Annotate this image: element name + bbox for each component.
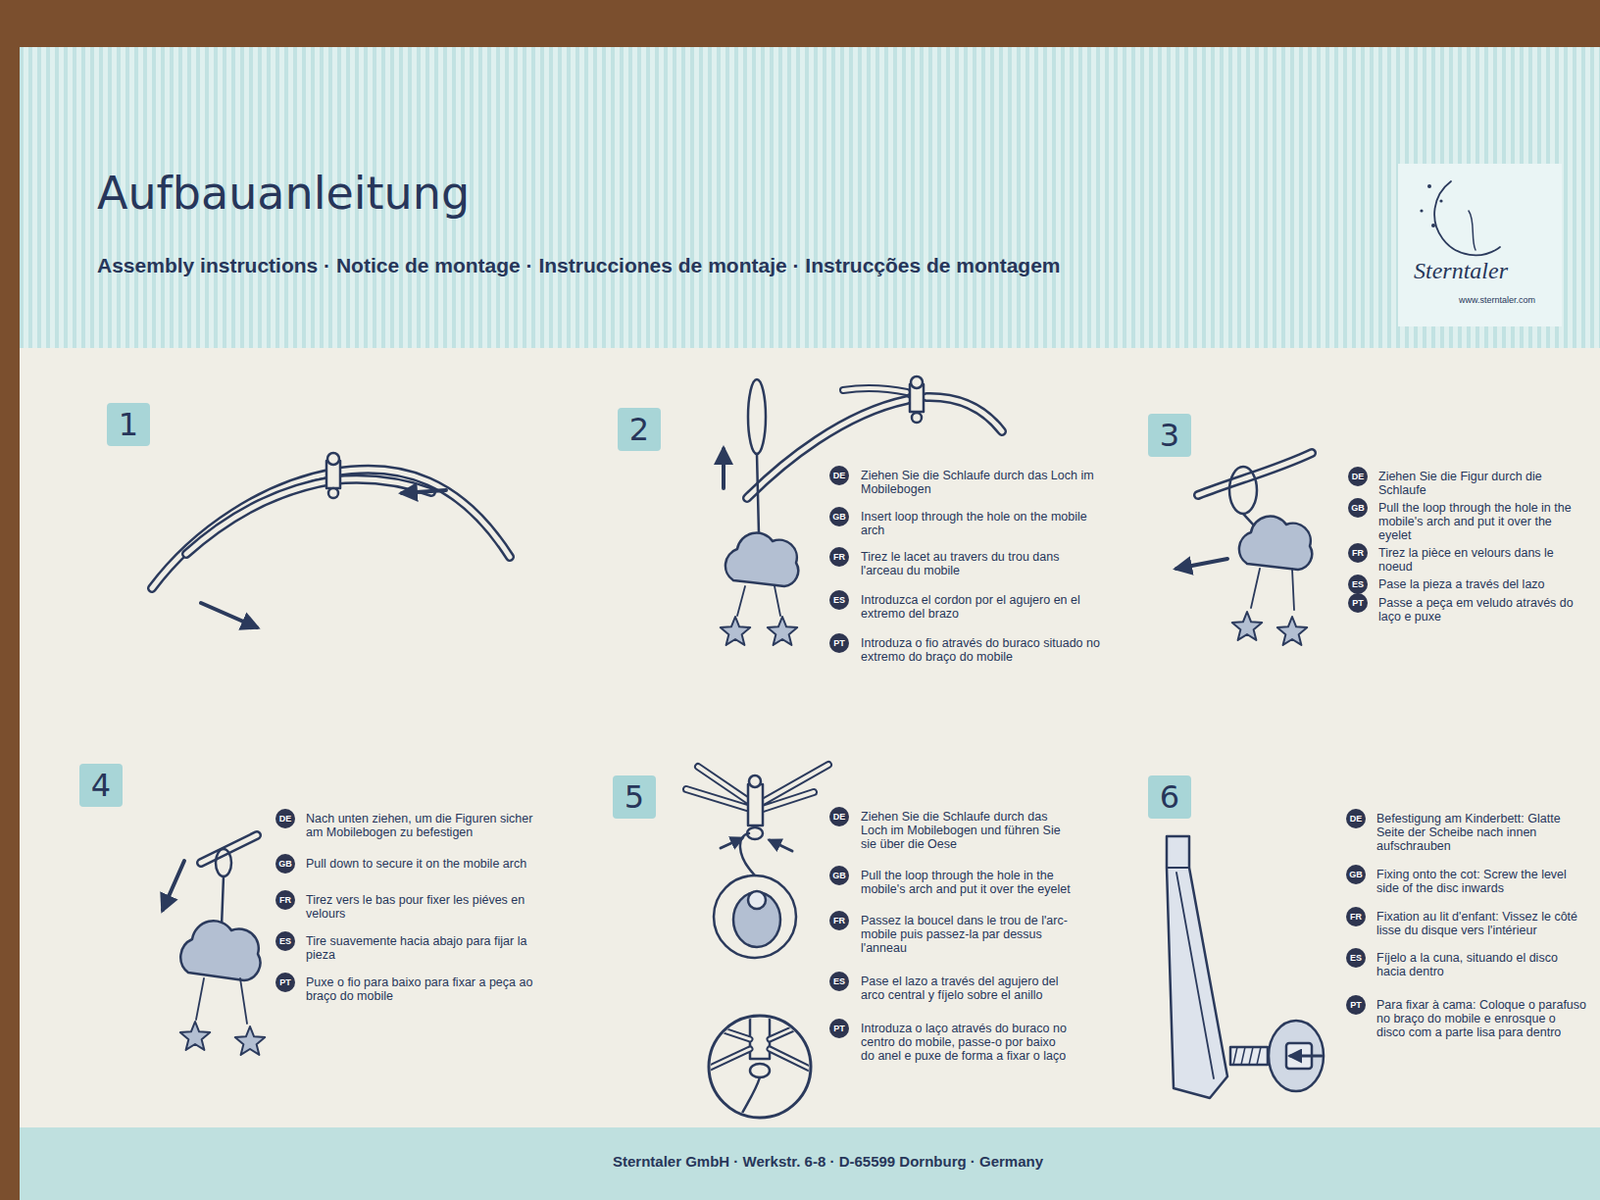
- instruction-text: Para fixar à cama: Coloque o parafuso no…: [1376, 998, 1587, 1040]
- language-badge: GB: [829, 865, 850, 886]
- step-number: 5: [612, 775, 656, 819]
- instruction-text: Tirez le lacet au travers du trou dans l…: [860, 550, 1101, 578]
- instruction-text: Pull down to secure it on the mobile arc…: [305, 856, 537, 871]
- language-badge: DE: [275, 808, 296, 829]
- logo-name: Sterntaler: [1413, 257, 1508, 285]
- step-number-text: 5: [624, 781, 645, 813]
- language-badge: DE: [829, 465, 850, 486]
- language-code: DE: [833, 812, 847, 822]
- instruction-text: Nach unten ziehen, um die Figuren sicher…: [305, 811, 537, 840]
- language-badge: PT: [275, 972, 296, 993]
- instruction-text: Ziehen Sie die Schlaufe durch das Loch i…: [860, 809, 1072, 851]
- step-number-text: 1: [118, 408, 139, 441]
- title: Aufbauanleitung: [97, 166, 470, 220]
- instruction-text: Tirez vers le bas pour fixer les piéves …: [305, 893, 537, 921]
- instruction-text: Befestigung am Kinderbett: Glatte Seite …: [1376, 811, 1587, 853]
- footer-band: Sterntaler GmbH · Werkstr. 6-8 · D-65599…: [19, 1127, 1600, 1200]
- language-code: FR: [833, 916, 846, 926]
- language-code: DE: [1351, 472, 1365, 482]
- step-number: 6: [1148, 775, 1192, 819]
- language-badge: DE: [1346, 808, 1366, 829]
- language-code: PT: [833, 639, 846, 649]
- language-code: GB: [1350, 503, 1365, 513]
- language-badge: PT: [1346, 995, 1366, 1015]
- instruction-text: Fixation au lit d'enfant: Vissez le côté…: [1376, 909, 1587, 938]
- step-number-text: 6: [1159, 781, 1180, 813]
- language-code: FR: [1351, 549, 1364, 558]
- language-badge: PT: [1348, 593, 1368, 613]
- logo-box: Sterntaler www.sterntaler.com: [1398, 163, 1562, 327]
- step-number-text: 2: [629, 413, 650, 446]
- language-code: PT: [279, 978, 292, 988]
- instruction-text: Puxe o fio para baixo para fixar a peça …: [305, 975, 537, 1003]
- language-badge: FR: [1346, 906, 1366, 927]
- language-badge: ES: [1346, 948, 1366, 968]
- footer-address: Sterntaler GmbH · Werkstr. 6-8 · D-65599…: [612, 1152, 1044, 1170]
- language-badge: FR: [1348, 543, 1368, 563]
- language-code: GB: [278, 859, 293, 869]
- step-number: 3: [1148, 413, 1192, 457]
- instruction-text: Pase el lazo a través del agujero del ar…: [860, 974, 1072, 1002]
- step-number-text: 3: [1159, 419, 1180, 451]
- step-number: 1: [106, 402, 150, 447]
- language-code: ES: [279, 937, 292, 947]
- language-badge: FR: [829, 910, 850, 931]
- instruction-text: Ziehen Sie die Schlaufe durch das Loch i…: [860, 468, 1101, 497]
- instruction-text: Fixing onto the cot: Screw the level sid…: [1376, 867, 1587, 896]
- language-badge: ES: [829, 971, 850, 992]
- instruction-text: Ziehen Sie die Figur durch die Schlaufe: [1378, 469, 1587, 498]
- step-number: 4: [79, 763, 123, 807]
- instruction-text: Introduzca el cordon por el agujero en e…: [860, 593, 1101, 621]
- language-code: DE: [833, 471, 847, 481]
- language-badge: GB: [275, 853, 296, 874]
- language-code: ES: [1351, 580, 1364, 590]
- language-badge: GB: [829, 506, 850, 527]
- step-number-text: 4: [91, 769, 111, 801]
- logo-url: www.sterntaler.com: [1458, 295, 1536, 305]
- language-badge: ES: [275, 931, 296, 951]
- language-badge: GB: [1348, 498, 1368, 518]
- instruction-text: Fíjelo a la cuna, situando el disco haci…: [1376, 950, 1587, 979]
- language-badge: FR: [829, 547, 850, 567]
- instruction-text: Pull the loop through the hole in the mo…: [860, 868, 1072, 897]
- language-badge: FR: [275, 890, 296, 910]
- instruction-text: Introduza o laço através do buraco no ce…: [860, 1021, 1072, 1063]
- step-number: 2: [617, 407, 661, 451]
- language-badge: ES: [1348, 574, 1368, 595]
- language-code: PT: [1351, 599, 1364, 608]
- language-code: FR: [279, 896, 292, 905]
- language-badge: GB: [1346, 864, 1366, 885]
- instruction-text: Tirez la pièce en velours dans le noeud: [1378, 546, 1587, 574]
- instruction-text: Pase la pieza a través del lazo: [1378, 577, 1587, 592]
- instruction-text: Passez la boucel dans le trou de l'arc-m…: [860, 913, 1072, 955]
- language-code: ES: [833, 596, 846, 605]
- language-badge: DE: [829, 806, 850, 827]
- subtitle: Assembly instructions · Notice de montag…: [97, 253, 1061, 278]
- language-code: FR: [833, 552, 846, 562]
- language-code: FR: [1350, 912, 1362, 922]
- instruction-text: Passe a peça em veludo através do laço e…: [1378, 596, 1587, 624]
- language-code: PT: [1350, 1000, 1362, 1010]
- language-code: PT: [833, 1024, 846, 1034]
- instruction-text: Tire suavemente hacia abajo para fijar l…: [305, 934, 537, 962]
- language-badge: ES: [829, 590, 850, 610]
- instruction-text: Pull the loop through the hole in the mo…: [1378, 500, 1587, 543]
- language-code: DE: [1350, 814, 1363, 824]
- instruction-text: Introduza o fio através do buraco situad…: [860, 636, 1101, 664]
- language-code: GB: [1349, 870, 1363, 880]
- language-code: GB: [832, 512, 847, 522]
- language-code: GB: [832, 871, 847, 881]
- language-badge: PT: [829, 1018, 850, 1039]
- language-badge: DE: [1348, 466, 1368, 487]
- language-code: ES: [833, 977, 846, 987]
- instruction-text: Insert loop through the hole on the mobi…: [860, 509, 1101, 538]
- header-band: AufbauanleitungAssembly instructions · N…: [19, 47, 1600, 349]
- language-code: ES: [1350, 953, 1362, 963]
- language-badge: PT: [829, 633, 850, 653]
- language-code: DE: [279, 814, 293, 824]
